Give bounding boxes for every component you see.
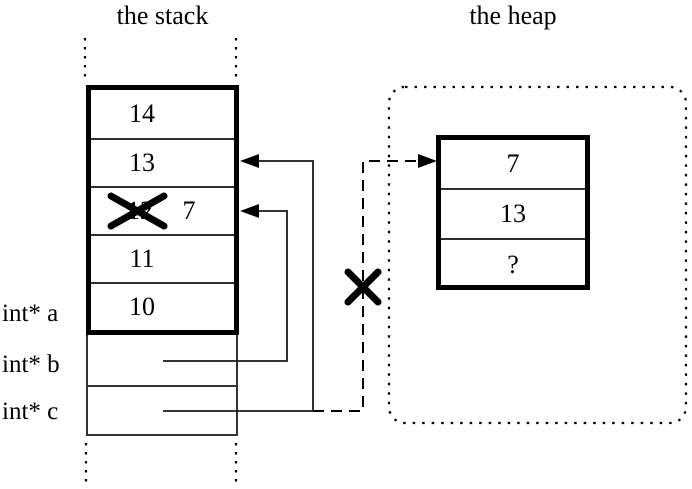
stack-cell-value: 10 bbox=[129, 292, 155, 321]
pointer-b-arrowhead bbox=[240, 204, 259, 218]
stack-cell-old-value: 12 bbox=[127, 196, 153, 225]
heap-cell-13: 13 bbox=[441, 188, 585, 238]
pointer-slot-c bbox=[88, 385, 236, 437]
stack-cell-overwritten: 12 7 bbox=[91, 186, 234, 234]
heap-cell-value: ? bbox=[507, 249, 519, 279]
stack-frame-box: 14 13 12 7 11 10 bbox=[86, 85, 239, 335]
pointer-c-arrowhead bbox=[240, 154, 259, 168]
pointer-label-c: int* c bbox=[2, 398, 59, 425]
stack-cell-10: 10 bbox=[91, 282, 234, 330]
dangling-pointer-arrowhead bbox=[418, 154, 437, 168]
pointer-label-a: int* a bbox=[2, 300, 59, 327]
heap-cell-unknown: ? bbox=[441, 238, 585, 289]
stack-cell-14: 14 bbox=[91, 90, 234, 138]
heap-cell-7: 7 bbox=[441, 140, 585, 188]
stack-cell-new-value: 7 bbox=[182, 196, 196, 225]
heap-cell-value: 13 bbox=[500, 199, 526, 228]
heap-cell-value: 7 bbox=[506, 149, 520, 178]
dangling-pointer-dashed-line bbox=[313, 160, 420, 412]
stack-title: the stack bbox=[116, 1, 209, 30]
pointer-label-b: int* b bbox=[2, 351, 60, 378]
pointer-slot-b bbox=[88, 335, 236, 385]
stack-cell-13: 13 bbox=[91, 138, 234, 186]
stack-cell-value: 14 bbox=[129, 99, 155, 128]
stack-cell-value: 13 bbox=[129, 148, 155, 177]
stack-cell-11: 11 bbox=[91, 234, 234, 282]
pointer-slots-box bbox=[86, 335, 238, 436]
stack-cell-value: 11 bbox=[129, 244, 155, 273]
heap-block-box: 7 13 ? bbox=[436, 135, 590, 290]
heap-title: the heap bbox=[469, 1, 557, 30]
cross-out-pointer-icon bbox=[344, 268, 382, 306]
